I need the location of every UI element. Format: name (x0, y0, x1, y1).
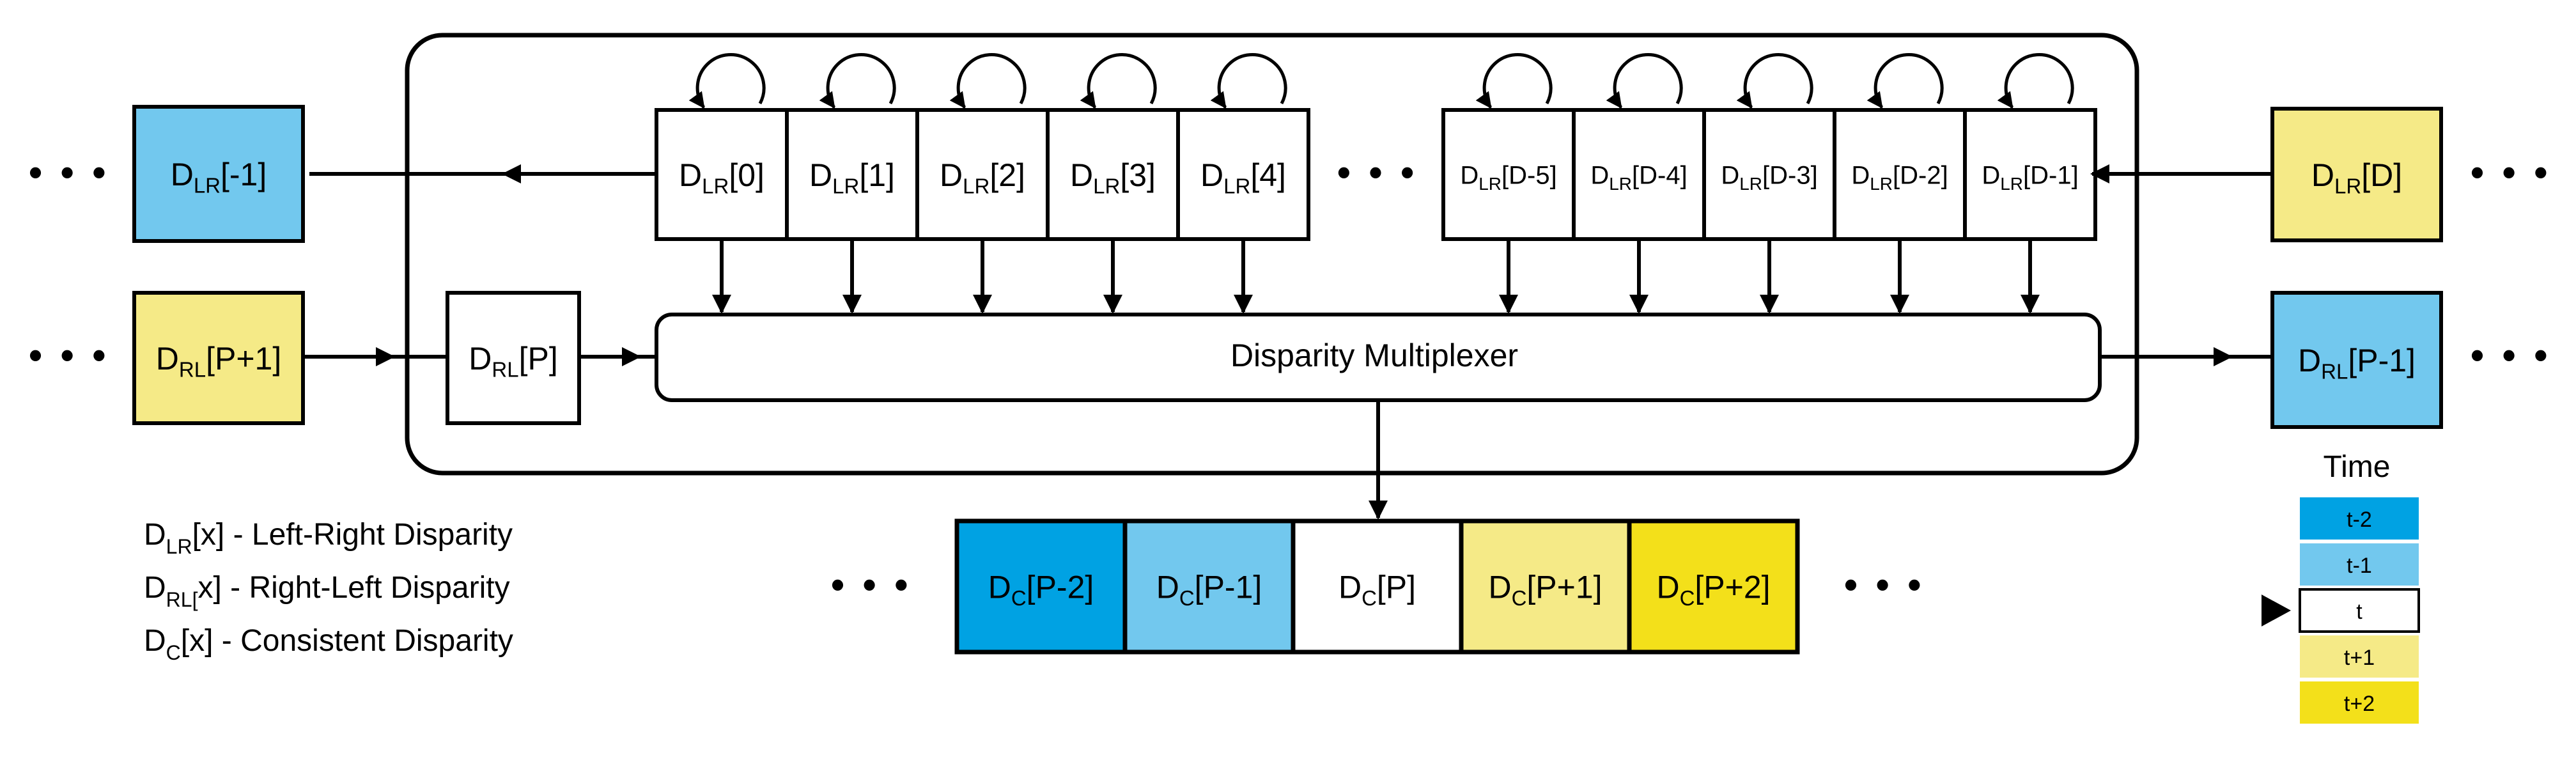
consistent-disparity-row: DC[P-2] DC[P-1] DC[P] DC[P+1] DC[P+2] (954, 518, 1800, 655)
lr-cell-5-label: DLR[D-5] (1460, 161, 1556, 194)
lr-loop-8 (1866, 53, 1944, 109)
disparity-multiplexer-label: Disparity Multiplexer (1230, 338, 1518, 373)
lr-cell-8: DLR[D-2] (1833, 108, 1967, 241)
rl-cell-left-outer-box (132, 291, 305, 425)
ellipsis-consistent-left: • • • (831, 563, 912, 606)
lr-cell-right-outer-box (2270, 107, 2443, 242)
lr-loop-2 (949, 53, 1027, 109)
consistent-cell-0: DC[P-2] (954, 518, 1128, 655)
lr-cell-1: DLR[1] (785, 108, 919, 241)
lr-cell-0-label: DLR[0] (679, 157, 764, 198)
time-swatch-3 (2300, 635, 2419, 678)
time-label-0: t-2 (2347, 508, 2372, 532)
lr-loop-7 (1736, 53, 1813, 109)
consistent-cell-1-box (1122, 518, 1296, 655)
consistent-cell-3: DC[P+1] (1459, 518, 1632, 655)
lr-loop-9 (1997, 53, 2074, 109)
consistent-cell-1: DC[P-1] (1122, 518, 1296, 655)
lr-cell-4-label: DLR[4] (1200, 157, 1286, 198)
lr-cell-2-label: DLR[2] (940, 157, 1025, 198)
ellipsis-right-bottom: • • • (2471, 334, 2551, 377)
lr-cell-3-label: DLR[3] (1070, 157, 1156, 198)
lr-loop-0 (688, 53, 766, 109)
time-swatch-1 (2300, 543, 2419, 586)
rl-cell-left-outer: DRL[P+1] (132, 291, 305, 425)
flow-arrows (304, 164, 2270, 520)
consistent-cell-2: DC[P] (1291, 518, 1464, 655)
time-swatch-2 (2299, 588, 2420, 633)
rl-cell-inner-label: DRL[P] (469, 341, 557, 382)
register-ellipsis: • • • (1337, 151, 1418, 194)
lr-cell-2-box (915, 108, 1050, 241)
lr-loop-1 (819, 53, 896, 109)
lr-loop-4 (1210, 53, 1287, 109)
consistent-cell-3-label: DC[P+1] (1488, 570, 1602, 610)
time-label-4: t+2 (2344, 692, 2375, 716)
lr-cell-8-box (1833, 108, 1967, 241)
legend-entry-1: DRL[x] - Right-Left Disparity (144, 571, 510, 611)
lr-cell-5-box (1441, 108, 1576, 241)
lr-loop-3 (1080, 53, 1157, 109)
rl-cell-right-outer: DRL[P-1] (2270, 291, 2443, 429)
lr-cell-5: DLR[D-5] (1441, 108, 1576, 241)
time-label-3: t+1 (2344, 646, 2375, 670)
lr-cell-7: DLR[D-3] (1702, 108, 1836, 241)
rl-cell-inner-box (446, 291, 581, 425)
rl-cell-right-outer-label: DRL[P-1] (2298, 343, 2416, 384)
lr-cell-6: DLR[D-4] (1572, 108, 1706, 241)
lr-self-loops (688, 53, 2074, 109)
lr-cell-7-label: DLR[D-3] (1721, 161, 1817, 194)
rl-cell-right-outer-box (2270, 291, 2443, 429)
legend-entry-0: DLR[x] - Left-Right Disparity (144, 518, 513, 558)
lr-cell-4-box (1176, 108, 1310, 241)
ellipsis-right-top: • • • (2471, 151, 2551, 194)
side-ellipses: • • • • • • • • • • • • • • • • • • (29, 151, 2551, 606)
lr-cell-9: DLR[D-1] (1963, 108, 2097, 241)
consistent-cell-0-label: DC[P-2] (988, 570, 1094, 610)
time-legend: Time t-2 t-1 t t+1 t+2 (2262, 450, 2420, 724)
time-label-1: t-1 (2347, 554, 2372, 578)
lr-register: DLR[0] DLR[1] DLR[2] DLR[3] DLR[4] DLR[D-5] DL… (655, 108, 2097, 241)
lr-cell-6-box (1572, 108, 1706, 241)
consistent-cell-4-box (1627, 518, 1800, 655)
rl-cell-left-outer-label: DRL[P+1] (156, 341, 281, 382)
outer-cells: DLR[-1] DLR[D] DRL[P+1] DRL[P] DRL[P-1] (132, 105, 2443, 429)
consistent-cell-4-label: DC[P+2] (1656, 570, 1770, 610)
consistent-cell-2-label: DC[P] (1338, 570, 1416, 610)
lr-cell-left-outer-label: DLR[-1] (171, 157, 267, 198)
time-swatch-4 (2300, 681, 2419, 724)
lr-loop-5 (1475, 53, 1553, 109)
rl-cell-inner: DRL[P] (446, 291, 581, 425)
lr-loop-6 (1606, 53, 1683, 109)
lr-cell-4: DLR[4] (1176, 108, 1310, 241)
lr-cell-6-label: DLR[D-4] (1590, 161, 1687, 194)
ellipsis-left-bottom: • • • (29, 334, 109, 377)
lr-cell-2: DLR[2] (915, 108, 1050, 241)
consistent-cell-4: DC[P+2] (1627, 518, 1800, 655)
lr-to-mux-arrows (712, 239, 2040, 314)
ellipsis-consistent-right: • • • (1844, 563, 1925, 606)
module-border (405, 33, 2139, 476)
consistent-cell-2-box (1291, 518, 1464, 655)
current-time-marker (2262, 595, 2291, 626)
lr-cell-right-outer-label: DLR[D] (2311, 157, 2402, 198)
time-label-2: t (2356, 600, 2363, 624)
lr-cell-9-box (1963, 108, 2097, 241)
lr-cell-3: DLR[3] (1046, 108, 1180, 241)
lr-cell-8-label: DLR[D-2] (1851, 161, 1948, 194)
time-legend-title: Time (2324, 450, 2391, 484)
lr-cell-left-outer: DLR[-1] (132, 105, 305, 243)
lr-cell-0: DLR[0] (655, 108, 789, 241)
legend-entry-2: DC[x] - Consistent Disparity (144, 624, 513, 664)
time-swatch-0 (2300, 497, 2419, 540)
lr-cell-1-label: DLR[1] (809, 157, 895, 198)
consistent-cell-1-label: DC[P-1] (1156, 570, 1262, 610)
lr-cell-right-outer: DLR[D] (2270, 107, 2443, 242)
lr-cell-left-outer-box (132, 105, 305, 243)
ellipsis-left-top: • • • (29, 151, 109, 194)
lr-cell-9-label: DLR[D-1] (1982, 161, 2078, 194)
consistent-cell-3-box (1459, 518, 1632, 655)
